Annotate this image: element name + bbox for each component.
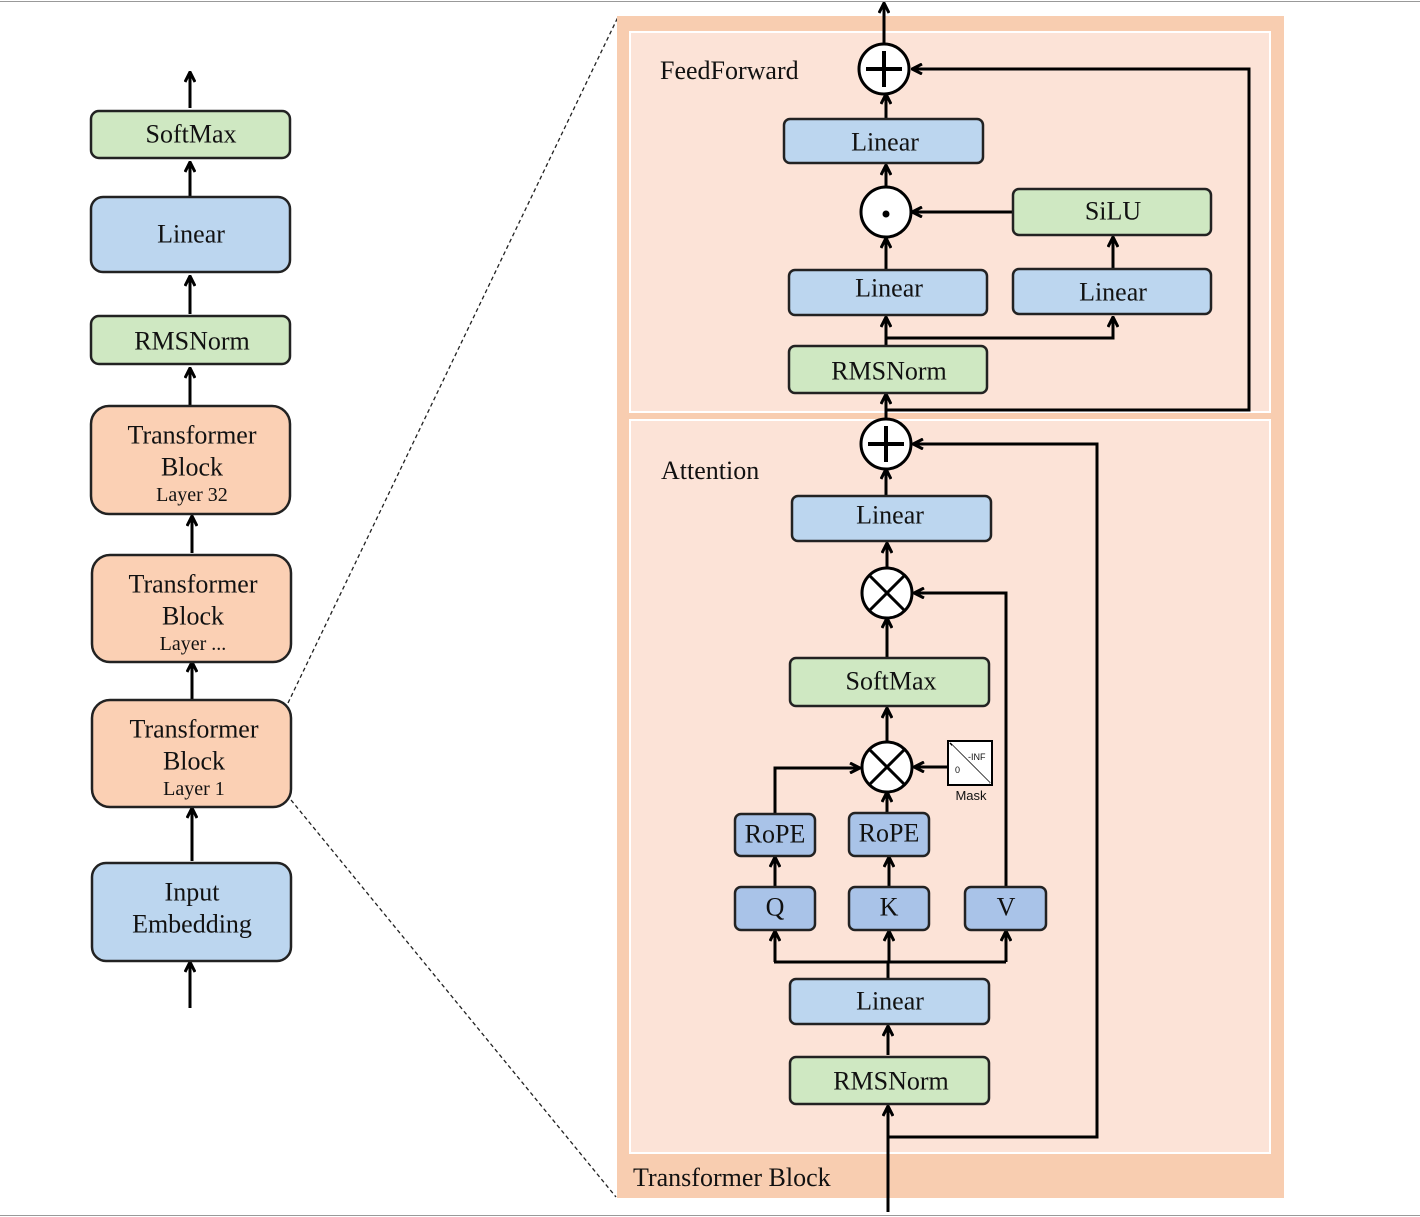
q-label: Q	[766, 893, 785, 922]
attention-connectors	[773, 444, 1099, 1212]
silu-box: SiLU	[1011, 187, 1213, 237]
silu-label: SiLU	[1085, 197, 1142, 226]
ff-linear-up-label: Linear	[1079, 278, 1147, 307]
ff-linear-out-label: Linear	[851, 128, 919, 157]
attention-rmsnorm-box: RMSNorm	[788, 1055, 991, 1106]
ff-linear-up-box: Linear	[1011, 267, 1213, 316]
block1-line1: Transformer	[129, 715, 258, 744]
ff-linear-gate-label: Linear	[855, 274, 923, 303]
rope-q-box: RoPE	[733, 812, 817, 858]
left-linear-box: Linear	[89, 195, 292, 274]
embedding-line1: Input	[165, 878, 221, 907]
rope-k-label: RoPE	[859, 819, 920, 848]
attention-linear-in-box: Linear	[788, 977, 991, 1026]
attention-linear-out-label: Linear	[856, 501, 924, 530]
rope-q-label: RoPE	[745, 820, 806, 849]
k-label: K	[880, 893, 899, 922]
q-box: Q	[733, 885, 817, 932]
feedforward-connectors	[884, 3, 1251, 420]
block32-line3: Layer 32	[156, 484, 228, 506]
attention-linear-in-label: Linear	[856, 987, 924, 1016]
arrow-rope-q-to-matmul	[773, 768, 860, 813]
left-stack: SoftMax Linear RMSNorm Transformer Block…	[89, 72, 293, 1008]
blockmid-line2: Block	[162, 602, 224, 631]
transformer-block-layer-1: Transformer Block Layer 1	[90, 698, 293, 809]
feedforward-title: FeedForward	[660, 56, 799, 85]
feedforward-add-icon	[857, 42, 911, 96]
mask-icon: 0 -INF Mask	[947, 740, 993, 803]
block1-line3: Layer 1	[163, 778, 225, 800]
attention-softmax-box: SoftMax	[788, 656, 991, 708]
blockmid-line3: Layer ...	[160, 633, 227, 655]
left-softmax-box: SoftMax	[89, 109, 292, 160]
attention-softmax-label: SoftMax	[846, 667, 937, 696]
arrow-ff-rmsnorm-to-linear-gate	[886, 317, 1113, 340]
block32-line1: Transformer	[127, 421, 256, 450]
qk-matmul-icon	[860, 740, 914, 794]
rope-k-box: RoPE	[847, 811, 931, 858]
zoom-line-bottom	[290, 799, 617, 1198]
k-box: K	[847, 885, 931, 932]
feedforward-residual-path	[886, 69, 1251, 412]
left-rmsnorm-box: RMSNorm	[89, 314, 292, 366]
attention-residual-path	[888, 444, 1099, 1139]
left-rmsnorm-label: RMSNorm	[134, 327, 250, 356]
left-softmax-label: SoftMax	[146, 120, 237, 149]
ff-linear-gate-box: Linear	[787, 268, 989, 317]
attention-linear-out-box: Linear	[790, 494, 993, 543]
mask-label: Mask	[955, 788, 987, 803]
attention-rmsnorm-label: RMSNorm	[833, 1067, 949, 1096]
mask-inf-text: -INF	[968, 752, 986, 762]
attention-title: Attention	[661, 456, 759, 485]
embedding-line2: Embedding	[132, 910, 252, 939]
mask-zero-text: 0	[955, 765, 960, 775]
transformer-block-title: Transformer Block	[633, 1163, 831, 1192]
block1-line2: Block	[163, 747, 225, 776]
attn-v-matmul-icon	[860, 566, 914, 620]
ff-rmsnorm-label: RMSNorm	[831, 357, 947, 386]
transformer-block-layer-mid: Transformer Block Layer ...	[90, 553, 293, 664]
elementwise-multiply-icon	[859, 185, 913, 239]
block32-line2: Block	[161, 453, 223, 482]
v-box: V	[963, 885, 1048, 932]
input-embedding-box: Input Embedding	[90, 861, 293, 963]
ff-rmsnorm-box: RMSNorm	[787, 344, 989, 395]
v-label: V	[997, 893, 1016, 922]
transformer-block-layer-32: Transformer Block Layer 32	[89, 404, 292, 516]
zoom-line-top	[287, 16, 619, 704]
ff-linear-out-box: Linear	[782, 117, 985, 165]
arrow-v-to-matmul2	[914, 593, 1008, 886]
attention-add-icon	[859, 417, 913, 471]
blockmid-line1: Transformer	[128, 570, 257, 599]
left-linear-label: Linear	[157, 220, 225, 249]
